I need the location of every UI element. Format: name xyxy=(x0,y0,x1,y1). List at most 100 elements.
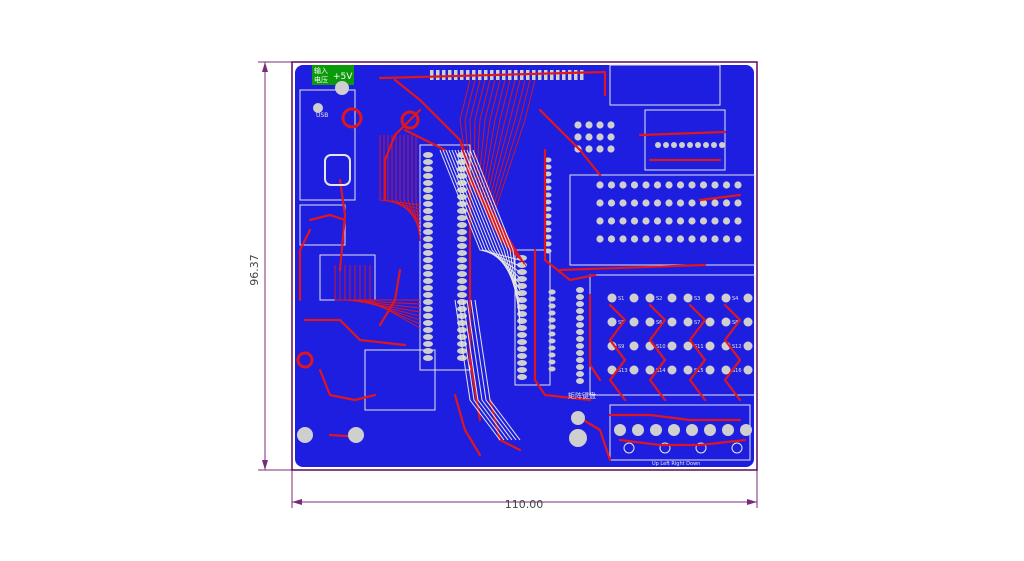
keypad-pad xyxy=(683,317,693,327)
button-pad xyxy=(632,424,644,436)
width-dimension: 110.00 xyxy=(291,470,758,511)
mcu-pad xyxy=(457,292,467,298)
mcu-left-pad-column xyxy=(423,152,433,361)
mcu-pad xyxy=(457,313,467,319)
mcu-pad xyxy=(457,257,467,263)
fanout-trace xyxy=(470,299,517,441)
height-dimension-label: 96.37 xyxy=(248,254,261,286)
mcu-pad xyxy=(457,306,467,312)
keypad-pad xyxy=(743,317,753,327)
connector-pad xyxy=(576,364,584,370)
keypad-pad xyxy=(683,365,693,375)
led-pad xyxy=(711,217,719,225)
mcu-pad xyxy=(423,327,433,333)
keypad-pad xyxy=(705,341,715,351)
ic-pad xyxy=(517,374,527,380)
led-pad xyxy=(722,217,731,225)
keypad-pad xyxy=(629,293,639,303)
bus-trace xyxy=(369,265,421,329)
bus-trace xyxy=(359,265,421,321)
led-pad xyxy=(653,235,662,243)
led-pad xyxy=(630,199,639,207)
board-outline xyxy=(291,61,758,471)
connector-pad xyxy=(576,301,584,307)
keypad-key-label: S9 xyxy=(618,344,624,350)
led-pad xyxy=(653,217,662,225)
header-pad xyxy=(436,70,440,80)
led-pad xyxy=(596,145,604,153)
button-outline xyxy=(659,442,671,454)
connector-pad xyxy=(576,294,584,300)
mcu-pad xyxy=(457,271,467,277)
keypad-pad xyxy=(629,365,639,375)
led-pad xyxy=(596,199,604,207)
header-pad xyxy=(574,70,578,80)
led-pad xyxy=(653,181,662,189)
keypad-pad xyxy=(667,293,677,303)
keypad-pad xyxy=(645,293,655,303)
header-pad xyxy=(538,70,542,80)
led-pad xyxy=(630,181,639,189)
height-dimension: 96.37 xyxy=(248,61,292,471)
led-pad xyxy=(642,199,650,207)
led-pad xyxy=(711,181,719,189)
led-pad xyxy=(699,235,708,243)
connector-pad xyxy=(544,199,552,205)
bus-trace xyxy=(354,265,421,317)
led-pad xyxy=(699,217,708,225)
mcu-pad xyxy=(423,299,433,305)
fanout-trace xyxy=(439,149,521,261)
mcu-pad xyxy=(423,348,433,354)
led-pad xyxy=(734,217,742,225)
bus-trace xyxy=(483,79,517,257)
keypad-key-label: S13 xyxy=(618,368,628,374)
fanout-trace xyxy=(445,149,521,273)
width-dimension-label: 110.00 xyxy=(505,498,544,511)
connector-pad-column xyxy=(544,157,584,384)
led-pad xyxy=(607,121,615,129)
mcu-pad xyxy=(423,180,433,186)
mcu-pad xyxy=(457,222,467,228)
ic-pad xyxy=(548,366,556,372)
keypad-pad xyxy=(629,317,639,327)
led-pad xyxy=(607,235,616,243)
keypad-pad xyxy=(645,317,655,327)
ic-pad xyxy=(548,303,556,309)
direction-buttons xyxy=(614,424,752,454)
mcu-pad xyxy=(423,152,433,158)
led-pad xyxy=(722,181,731,189)
keypad-key-label: S11 xyxy=(694,344,704,350)
ic-pad xyxy=(548,338,556,344)
bus-trace xyxy=(383,135,421,210)
keypad-pad xyxy=(743,365,753,375)
keypad-pad xyxy=(607,317,617,327)
led-pad xyxy=(734,181,742,189)
led-pad xyxy=(676,235,685,243)
ic-pad xyxy=(548,324,556,330)
power-input-label-box xyxy=(312,65,354,85)
connector-pad xyxy=(576,357,584,363)
keypad-pad xyxy=(607,293,617,303)
led-pad xyxy=(596,181,604,189)
keypad-key-label: S6 xyxy=(656,320,662,326)
bus-trace xyxy=(407,135,421,234)
keypad-pad xyxy=(721,317,731,327)
keypad-key-label: S14 xyxy=(656,368,666,374)
keypad-pad xyxy=(683,293,693,303)
led-pad xyxy=(630,217,639,225)
led-pad xyxy=(585,145,593,153)
fanout-trace xyxy=(469,149,521,321)
keypad-pad xyxy=(667,365,677,375)
matrix-keypad-silkscreen-label: 矩阵键盘 xyxy=(568,391,596,400)
mcu-pad xyxy=(457,348,467,354)
mcu-pad xyxy=(423,229,433,235)
connector-pad xyxy=(544,213,552,219)
led-pad xyxy=(619,217,627,225)
keypad-key-label: S15 xyxy=(694,368,704,374)
led-pad xyxy=(719,142,725,148)
button-outline xyxy=(623,442,635,454)
ic-pad xyxy=(517,367,527,373)
top-copper-traces xyxy=(298,70,747,462)
led-pad xyxy=(574,133,582,141)
power-components xyxy=(296,81,587,447)
